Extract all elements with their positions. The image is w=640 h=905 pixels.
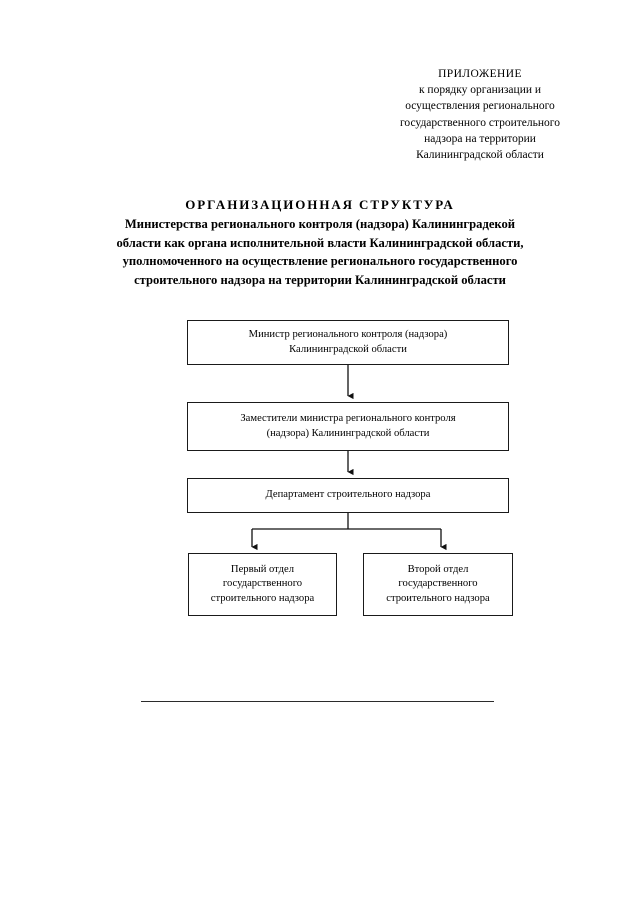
footer-divider [141,701,494,702]
org-node-deputies-label: Заместители министра регионального контр… [240,412,455,441]
org-node-minister[interactable]: Министр регионального контроля (надзора)… [187,320,509,365]
org-node-dept-second-label: Второй отдел государственного строительн… [386,563,489,607]
page-title-line-3: уполномоченного на осуществление региона… [122,254,518,269]
page-title-line-2: области как органа исполнительной власти… [116,235,524,250]
org-node-dept-second-line-3: строительного надзора [386,592,490,604]
org-node-department-label: Департамент строительного надзора [266,488,431,503]
appendix-line-3: осуществления регионального [405,100,555,113]
org-node-dept-first-line-3: строительного надзора [210,592,315,604]
org-node-dept-second-line-1: Второй отдел [407,563,469,575]
appendix-line-5: надзора на территории [424,132,536,145]
org-node-department-line-1: Департамент строительного надзора [265,489,431,501]
org-node-dept-first-line-1: Первый отдел [230,563,295,575]
appendix-line-2: к порядку организации и [418,84,542,97]
appendix-reference-block: ПРИЛОЖЕНИЕ к порядку организации и осуще… [375,66,585,163]
org-node-deputies-line-1: Заместители министра регионального контр… [240,412,456,424]
org-node-department[interactable]: Департамент строительного надзора [187,478,509,513]
page-title-main: ОРГАНИЗАЦИОННАЯ СТРУКТУРА [185,197,455,212]
org-node-minister-label: Министр регионального контроля (надзора)… [249,328,448,357]
org-node-deputies[interactable]: Заместители министра регионального контр… [187,402,509,451]
appendix-line-6: Калининградской области [416,149,544,162]
org-node-dept-second-line-2: государственного [398,578,478,590]
org-node-dept-first-line-2: государственного [222,578,303,590]
appendix-label: ПРИЛОЖЕНИЕ [438,68,522,80]
org-node-dept-first-label: Первый отдел государственного строительн… [211,563,314,607]
org-node-dept-first[interactable]: Первый отдел государственного строительн… [188,553,337,616]
page-title-line-1: Министерства регионального контроля (над… [124,217,516,232]
org-node-minister-line-2: Калининградской области [289,343,407,355]
page-title-line-4: строительного надзора на территории Кали… [134,272,506,287]
org-node-deputies-line-2: (надзора) Калининградской области [266,427,430,439]
org-node-dept-second[interactable]: Второй отдел государственного строительн… [363,553,513,616]
page-title: ОРГАНИЗАЦИОННАЯ СТРУКТУРА Министерства р… [28,196,612,289]
org-node-minister-line-1: Министр регионального контроля (надзора) [248,328,448,340]
appendix-line-4: государственного строительного [400,116,560,129]
